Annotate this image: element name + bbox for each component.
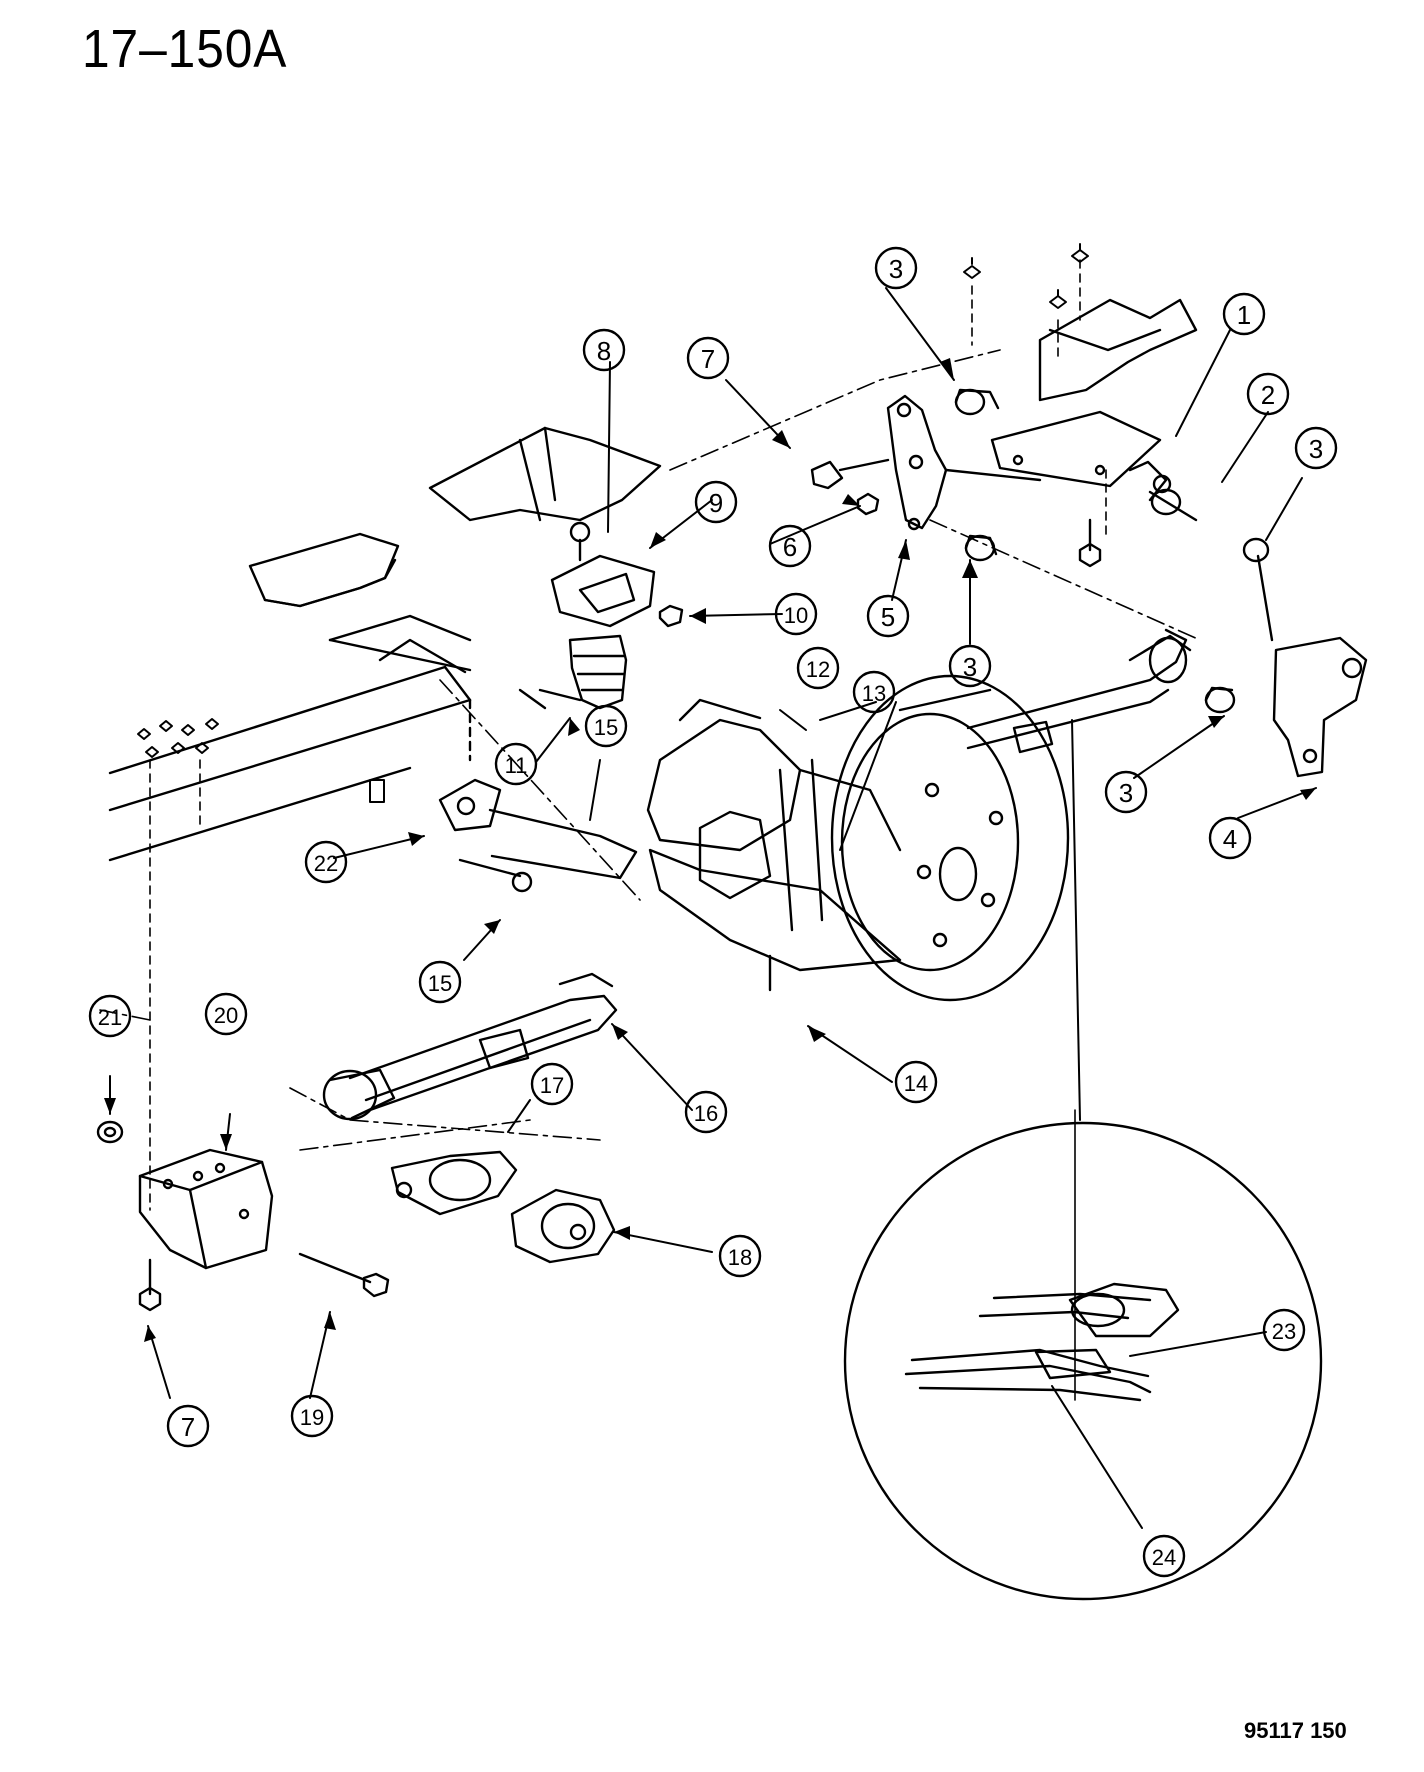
callout-8: 8 — [582, 328, 626, 372]
callout-21: 21 — [88, 994, 132, 1038]
svg-text:4: 4 — [1223, 824, 1237, 854]
callout-12: 12 — [796, 646, 840, 690]
svg-text:10: 10 — [784, 603, 808, 628]
shock-absorber — [438, 688, 638, 893]
svg-text:13: 13 — [862, 681, 886, 706]
frame-rail — [108, 532, 472, 862]
callout-1: 1 — [1222, 292, 1266, 336]
svg-text:7: 7 — [701, 344, 715, 374]
callout-14: 14 — [894, 1060, 938, 1104]
front-spring-hanger — [990, 298, 1198, 502]
callout-5: 5 — [866, 594, 910, 638]
svg-text:9: 9 — [709, 488, 723, 518]
svg-text:3: 3 — [1309, 434, 1323, 464]
callout-6: 6 — [768, 524, 812, 568]
bolt-leaders — [149, 259, 1107, 1211]
svg-text:8: 8 — [597, 336, 611, 366]
callout-3-c: 3 — [948, 644, 992, 688]
svg-text:11: 11 — [505, 753, 528, 778]
callout-16: 16 — [684, 1090, 728, 1134]
axle-housing — [646, 698, 902, 972]
callout-15-a: 15 — [584, 704, 628, 748]
svg-text:14: 14 — [904, 1071, 928, 1096]
callout-24: 24 — [1142, 1534, 1186, 1578]
leaf-spring-rear — [966, 628, 1192, 754]
svg-text:6: 6 — [783, 532, 797, 562]
callout-3-d: 3 — [1104, 770, 1148, 814]
callout-11: 11 — [494, 742, 538, 786]
top-bolts — [137, 243, 1089, 758]
svg-text:24: 24 — [1152, 1545, 1176, 1570]
svg-text:15: 15 — [428, 971, 452, 996]
spring-isolator — [510, 1188, 616, 1264]
svg-text:2: 2 — [1261, 380, 1275, 410]
leader-lines — [109, 287, 1317, 1529]
callout-7-a: 7 — [686, 336, 730, 380]
svg-text:16: 16 — [694, 1101, 718, 1126]
callout-20: 20 — [204, 992, 248, 1036]
svg-text:20: 20 — [214, 1003, 238, 1028]
callout-22: 22 — [304, 840, 348, 884]
callout-18: 18 — [718, 1234, 762, 1278]
svg-text:1: 1 — [1237, 300, 1251, 330]
svg-text:3: 3 — [889, 254, 903, 284]
svg-text:5: 5 — [881, 602, 895, 632]
callout-4: 4 — [1208, 816, 1252, 860]
front-hanger — [138, 1148, 274, 1270]
lower-fasteners — [96, 1120, 390, 1312]
callout-3-a: 3 — [874, 246, 918, 290]
callout-9: 9 — [694, 480, 738, 524]
callout-labels: 1 2 3 3 3 3 4 5 6 7 7 8 9 10 11 12 13 14… — [88, 246, 1338, 1578]
bushings — [954, 388, 1274, 714]
callout-10: 10 — [774, 592, 818, 636]
mount-bracket — [550, 554, 656, 628]
svg-text:7: 7 — [181, 1412, 195, 1442]
page-title: 17–150A — [82, 19, 288, 79]
svg-text:23: 23 — [1272, 1319, 1296, 1344]
callout-3-b: 3 — [1294, 426, 1338, 470]
callout-13: 13 — [852, 670, 896, 714]
callout-2: 2 — [1246, 372, 1290, 416]
leaf-spring-front — [322, 972, 618, 1121]
svg-text:12: 12 — [806, 657, 830, 682]
callout-7-b: 7 — [166, 1404, 210, 1448]
svg-text:21: 21 — [98, 1005, 122, 1030]
callout-15-b: 15 — [418, 960, 462, 1004]
callout-23: 23 — [1262, 1308, 1306, 1352]
spring-eye-bushing — [390, 1150, 518, 1216]
callout-19: 19 — [290, 1394, 334, 1438]
fasteners — [569, 458, 1102, 628]
svg-text:18: 18 — [728, 1245, 752, 1270]
svg-text:19: 19 — [300, 1405, 324, 1430]
drawing-code: 95117 150 — [1244, 1718, 1347, 1743]
shackle-bracket — [886, 394, 1042, 531]
detail-view — [843, 1109, 1323, 1601]
svg-text:15: 15 — [594, 715, 618, 740]
callout-17: 17 — [530, 1062, 574, 1106]
rear-hanger — [1272, 636, 1368, 778]
svg-text:17: 17 — [540, 1073, 564, 1098]
svg-text:22: 22 — [314, 851, 338, 876]
svg-text:3: 3 — [963, 652, 977, 682]
centerlines — [99, 349, 1201, 1151]
jounce-bumper — [568, 634, 628, 710]
arrowheads — [104, 358, 1316, 1342]
svg-text:3: 3 — [1119, 778, 1133, 808]
crossmember — [328, 426, 662, 672]
u-bolt-clamp — [698, 758, 824, 992]
